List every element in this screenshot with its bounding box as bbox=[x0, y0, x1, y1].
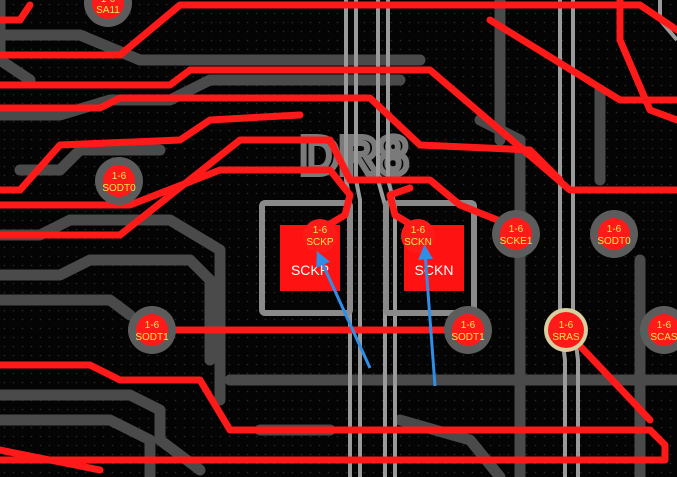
inner-trace bbox=[0, 29, 426, 66]
top-trace bbox=[0, 446, 104, 474]
inner-trace bbox=[0, 389, 206, 476]
via-net-label: SCAS bbox=[650, 332, 677, 343]
via-layer-label: 1-6 bbox=[607, 224, 622, 235]
annotation-arrow bbox=[418, 244, 437, 387]
via-net-label: SODT1 bbox=[451, 332, 485, 343]
via-layer-label: 1-6 bbox=[313, 225, 328, 236]
top-trace bbox=[0, 1, 34, 24]
via-layer-label: 1-6 bbox=[101, 0, 116, 5]
annotation-arrow bbox=[316, 251, 372, 369]
top-trace bbox=[0, 166, 354, 234]
top-trace bbox=[386, 184, 424, 234]
via-net-label: SODT0 bbox=[597, 236, 631, 247]
via-net-label: SA11 bbox=[96, 5, 120, 16]
annotation-arrows bbox=[316, 244, 437, 387]
via-scas[interactable]: 1-6 SCAS bbox=[640, 306, 677, 354]
via-layer-label: 1-6 bbox=[112, 171, 127, 182]
top-trace bbox=[616, 0, 677, 124]
top-trace bbox=[0, 136, 514, 239]
via-net-label: SCKN bbox=[404, 237, 432, 248]
via-sckn[interactable]: 1-6 SCKN bbox=[401, 219, 435, 253]
via-layer-label: 1-6 bbox=[559, 320, 574, 331]
via-net-label: SCKP bbox=[306, 237, 334, 248]
inner-trace bbox=[0, 254, 216, 366]
inner-trace bbox=[0, 294, 136, 321]
top-trace bbox=[0, 94, 564, 184]
top-trace bbox=[0, 1, 677, 59]
via-net-label: SCKE1 bbox=[500, 236, 533, 247]
via-net-label: SODT1 bbox=[135, 332, 169, 343]
top-trace bbox=[0, 66, 677, 194]
top-trace bbox=[0, 111, 304, 194]
via-net-label: SODT0 bbox=[102, 183, 136, 194]
top-trace bbox=[486, 16, 677, 104]
via-layer-label: 1-6 bbox=[657, 320, 672, 331]
inner-trace bbox=[0, 0, 36, 86]
via-layer-label: 1-6 bbox=[509, 224, 524, 235]
via-sckp[interactable]: 1-6 SCKP bbox=[303, 219, 337, 253]
via-sa11[interactable]: 1-6 SA11 bbox=[84, 0, 132, 27]
via-sras[interactable]: 1-6 SRAS bbox=[544, 308, 588, 352]
via-net-label: SRAS bbox=[552, 332, 580, 343]
via-layer-label: 1-6 bbox=[145, 320, 160, 331]
top-trace bbox=[0, 361, 669, 464]
via-layer-label: 1-6 bbox=[411, 225, 426, 236]
via-sodt0[interactable]: 1-6 SODT0 bbox=[95, 157, 143, 205]
pad-label: SCKN bbox=[415, 262, 454, 278]
via-scke1[interactable]: 1-6 SCKE1 bbox=[492, 210, 540, 258]
via-sodt0[interactable]: 1-6 SODT0 bbox=[590, 210, 638, 258]
via-sodt1[interactable]: 1-6 SODT1 bbox=[128, 306, 176, 354]
via-layer-label: 1-6 bbox=[461, 320, 476, 331]
via-sodt1[interactable]: 1-6 SODT1 bbox=[444, 306, 492, 354]
